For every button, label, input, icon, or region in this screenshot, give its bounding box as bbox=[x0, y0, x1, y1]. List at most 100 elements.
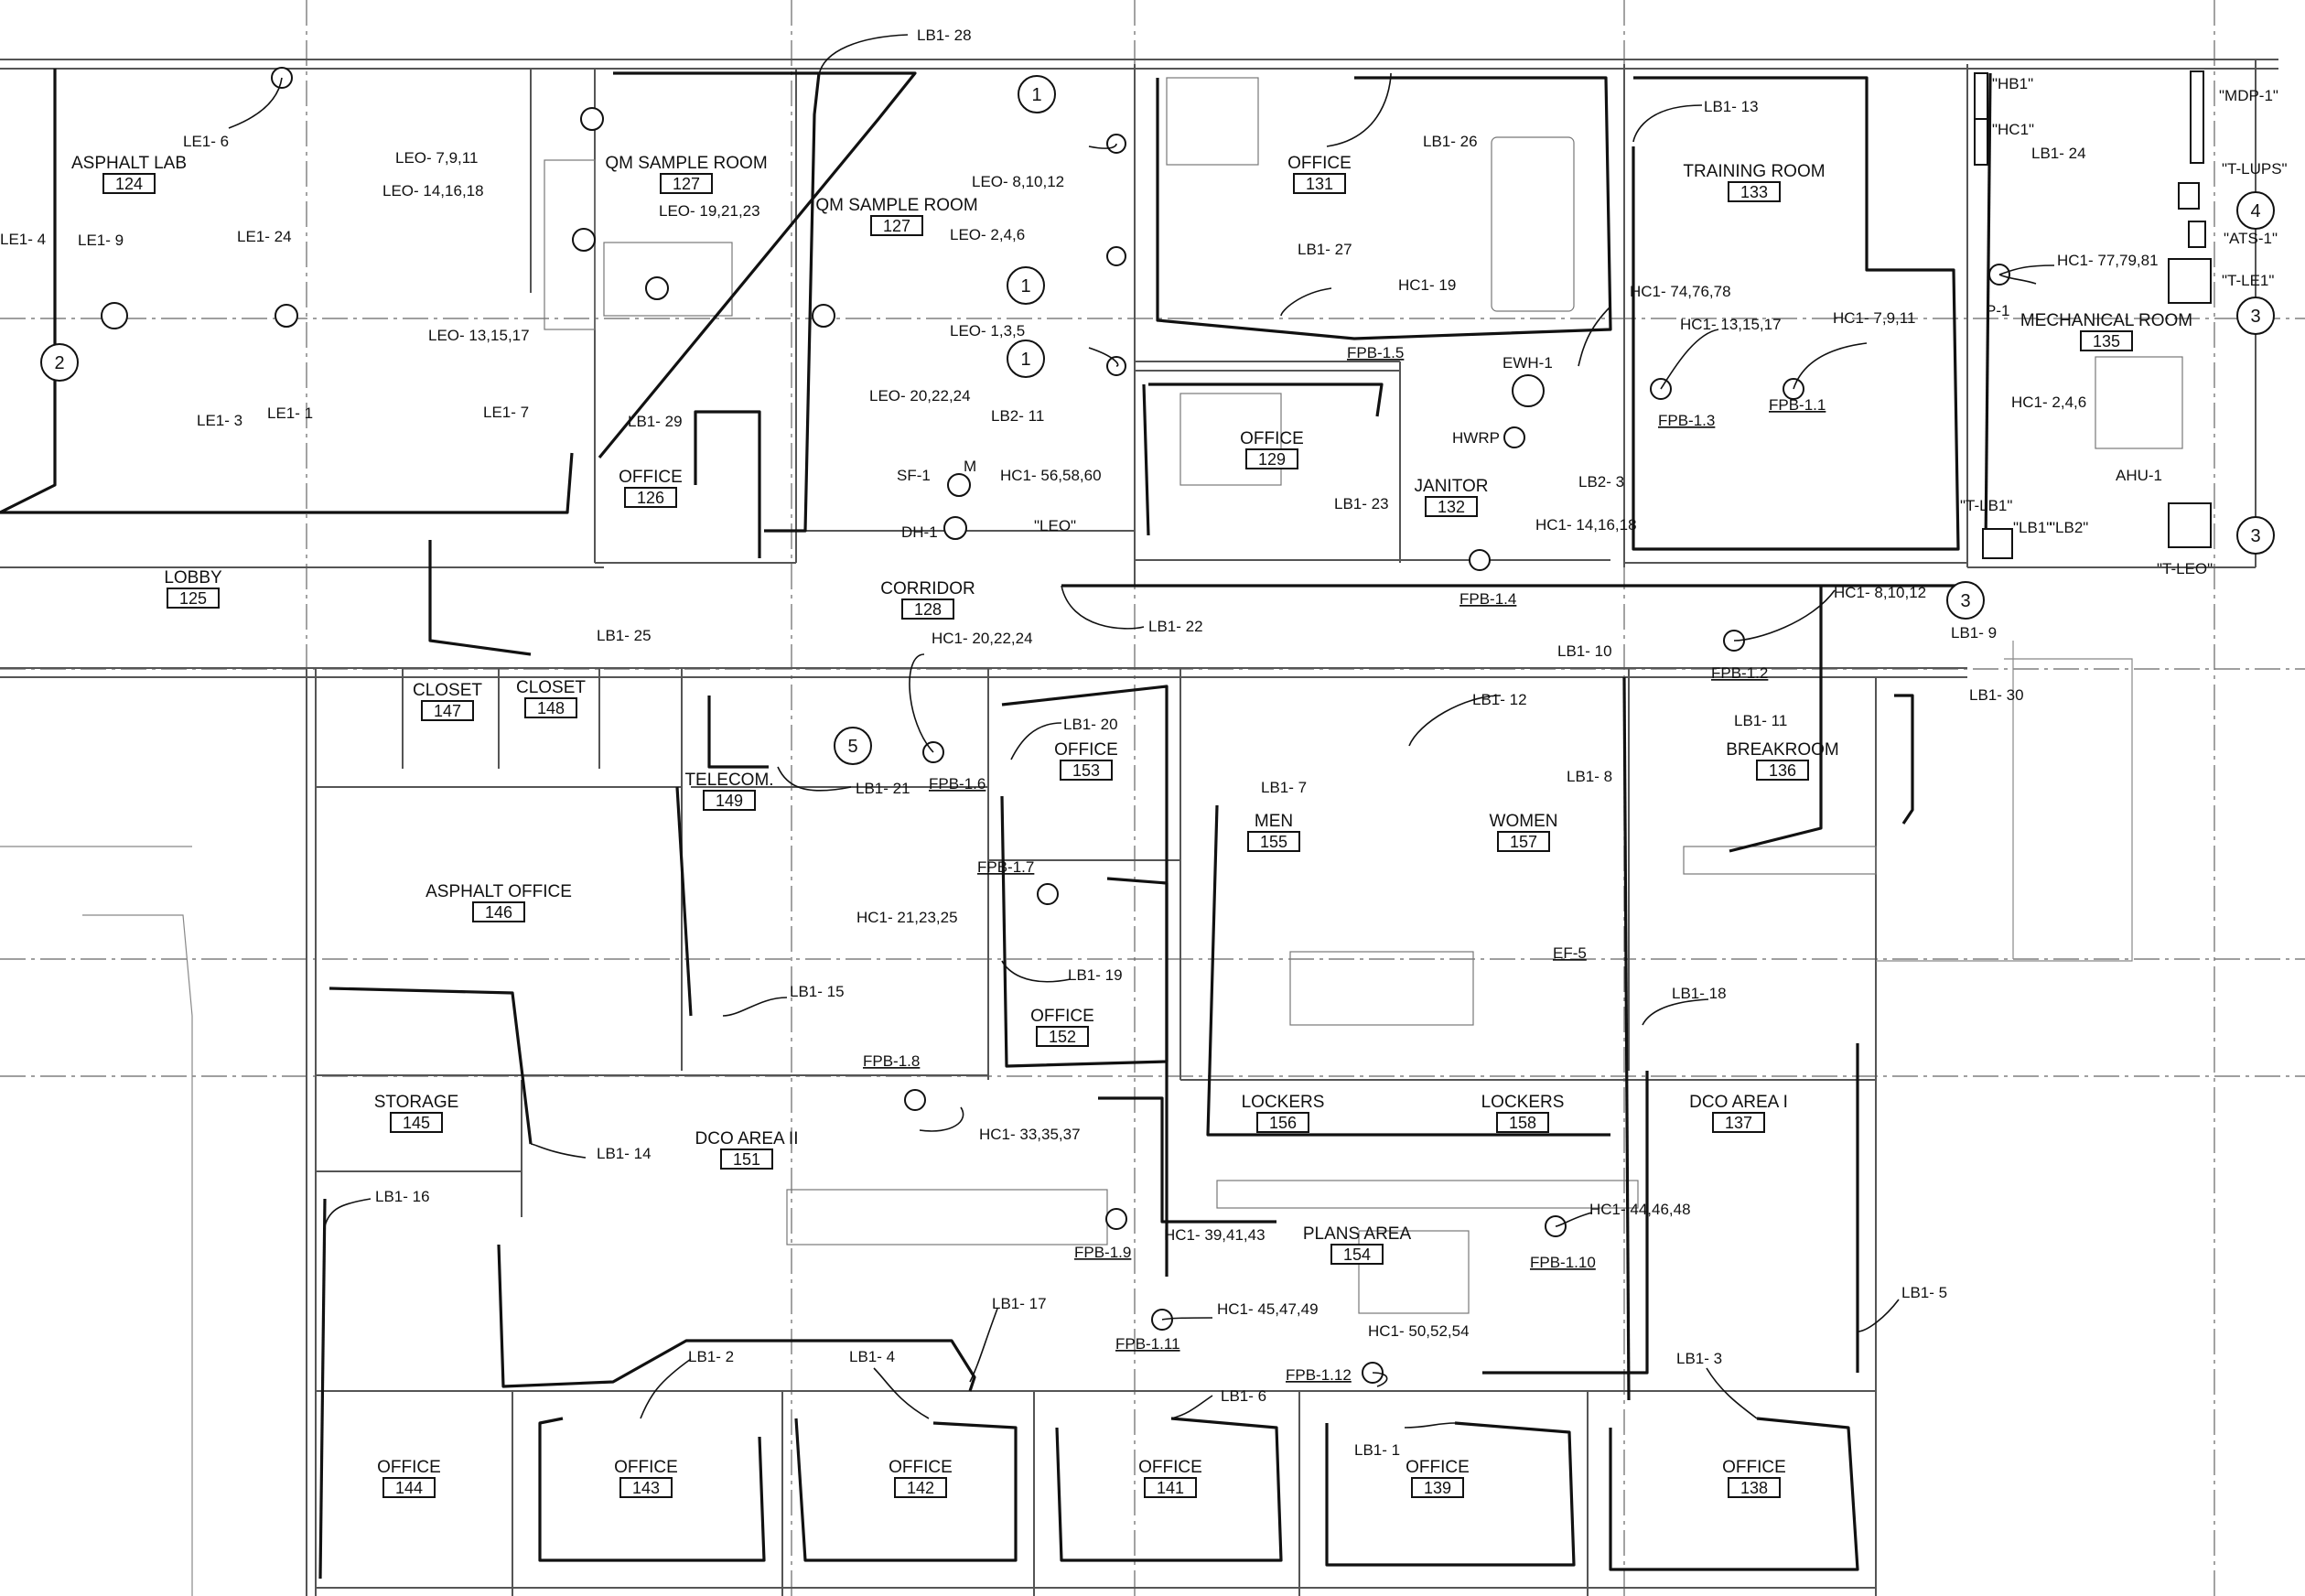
svg-text:129: 129 bbox=[1258, 450, 1286, 469]
circuit-label: LB1- 21 bbox=[856, 780, 910, 797]
room-label: CORRIDOR 128 bbox=[880, 579, 975, 620]
keynote-bubble: 3 bbox=[2236, 297, 2275, 335]
equipment-label: FPB-1.12 bbox=[1286, 1366, 1352, 1384]
circuit-label: LB1- 20 bbox=[1063, 716, 1118, 733]
device-tag: "HC1" bbox=[1992, 121, 2034, 138]
svg-text:OFFICE: OFFICE bbox=[1406, 1458, 1470, 1477]
keynote-bubble: 4 bbox=[2236, 191, 2275, 230]
furniture bbox=[544, 77, 2183, 1314]
room-label: ASPHALT OFFICE 146 bbox=[425, 882, 572, 922]
svg-text:OFFICE: OFFICE bbox=[377, 1458, 441, 1477]
circuit-label: HC1- 14,16,18 bbox=[1535, 516, 1637, 534]
device-tag: "LEO" bbox=[1034, 517, 1076, 534]
device-tag: DH-1 bbox=[901, 523, 938, 541]
svg-text:128: 128 bbox=[914, 600, 942, 619]
keynote-number: 3 bbox=[1960, 591, 1970, 611]
electrical-devices bbox=[101, 67, 2010, 1384]
circuit-label: HC1- 21,23,25 bbox=[856, 909, 958, 926]
equipment-label: EF-5 bbox=[1553, 944, 1587, 962]
circuit-wiring bbox=[0, 69, 1992, 1580]
svg-text:131: 131 bbox=[1306, 175, 1333, 193]
circuit-label: LB1- 17 bbox=[992, 1295, 1047, 1312]
svg-text:CLOSET: CLOSET bbox=[516, 678, 586, 697]
svg-text:141: 141 bbox=[1157, 1479, 1184, 1497]
circuit-label: LEO- 1,3,5 bbox=[950, 322, 1025, 340]
circuit-label: LB1- 19 bbox=[1068, 966, 1123, 984]
circuit-label: HC1- 74,76,78 bbox=[1630, 283, 1731, 300]
callout-leaders bbox=[228, 34, 2055, 1429]
svg-text:158: 158 bbox=[1509, 1114, 1536, 1132]
keynote-number: 4 bbox=[2250, 201, 2260, 221]
svg-text:OFFICE: OFFICE bbox=[1138, 1458, 1202, 1477]
svg-text:125: 125 bbox=[179, 589, 207, 608]
svg-text:146: 146 bbox=[485, 903, 512, 922]
keynote-bubble: 3 bbox=[2236, 516, 2275, 555]
room-label: OFFICE 141 bbox=[1138, 1458, 1202, 1498]
room-label: TELECOM.149 bbox=[684, 771, 774, 811]
circuit-label: HC1- 33,35,37 bbox=[979, 1126, 1081, 1143]
circuit-label: LB1- 12 bbox=[1472, 691, 1527, 708]
svg-text:OFFICE: OFFICE bbox=[889, 1458, 953, 1477]
device-tag: "LB2" bbox=[2050, 519, 2088, 536]
device-tag: AHU-1 bbox=[2116, 467, 2162, 484]
equipment-label: FPB-1.10 bbox=[1530, 1254, 1596, 1271]
keynote-number: 2 bbox=[54, 353, 64, 373]
circuit-label: LEO- 19,21,23 bbox=[659, 202, 760, 220]
svg-text:CORRIDOR: CORRIDOR bbox=[880, 579, 975, 598]
circuit-label: LB1- 4 bbox=[849, 1348, 895, 1365]
device-tag: "T-LEO" bbox=[2157, 560, 2213, 577]
circuit-label: LB1- 8 bbox=[1567, 768, 1612, 785]
circuit-label: HC1- 77,79,81 bbox=[2057, 252, 2159, 269]
svg-text:LOCKERS: LOCKERS bbox=[1481, 1093, 1565, 1112]
device-tag: HWRP bbox=[1452, 429, 1500, 447]
keynote-number: 3 bbox=[2250, 526, 2260, 546]
device-tag: M bbox=[964, 458, 976, 475]
keynote-bubble: 5 bbox=[834, 727, 872, 765]
svg-text:OFFICE: OFFICE bbox=[1054, 740, 1118, 760]
circuit-label: LE1- 4 bbox=[0, 231, 46, 248]
keynote-number: 1 bbox=[1020, 276, 1030, 297]
circuit-label: HC1- 7,9,11 bbox=[1833, 309, 1915, 327]
device-tag: SF-1 bbox=[897, 467, 931, 484]
svg-text:145: 145 bbox=[403, 1114, 430, 1132]
equipment-labels: FPB-1.5 FPB-1.3 FPB-1.1 FPB-1.4 FPB-1.2 … bbox=[863, 344, 1826, 1384]
device-tag: "ATS-1" bbox=[2224, 230, 2278, 247]
svg-text:TELECOM.: TELECOM. bbox=[684, 771, 773, 790]
equipment-label: FPB-1.3 bbox=[1658, 412, 1715, 429]
svg-text:DCO AREA I: DCO AREA I bbox=[1689, 1093, 1788, 1112]
circuit-label: LB1- 28 bbox=[917, 27, 972, 44]
svg-text:CLOSET: CLOSET bbox=[413, 681, 482, 700]
circuit-label: LB1- 9 bbox=[1951, 624, 1997, 642]
svg-text:MEN: MEN bbox=[1255, 812, 1293, 831]
keynote-bubble: 2 bbox=[40, 343, 79, 382]
device-tag: "HB1" bbox=[1992, 75, 2033, 92]
circuit-label: LE1- 7 bbox=[483, 404, 529, 421]
circuit-label: LB1- 10 bbox=[1557, 642, 1612, 660]
circuit-label: HC1- 50,52,54 bbox=[1368, 1322, 1470, 1340]
svg-text:126: 126 bbox=[637, 489, 664, 507]
circuit-label: LB1- 5 bbox=[1901, 1284, 1947, 1301]
svg-text:144: 144 bbox=[395, 1479, 423, 1497]
keynote-number: 3 bbox=[2250, 307, 2260, 327]
svg-text:PLANS AREA: PLANS AREA bbox=[1303, 1224, 1412, 1244]
svg-text:124: 124 bbox=[115, 175, 143, 193]
circuit-label: LB1- 18 bbox=[1672, 985, 1727, 1002]
svg-text:ASPHALT OFFICE: ASPHALT OFFICE bbox=[425, 882, 572, 901]
equipment-label: FPB-1.11 bbox=[1115, 1335, 1180, 1353]
svg-text:BREAKROOM: BREAKROOM bbox=[1726, 740, 1839, 760]
circuit-label: LE1- 6 bbox=[183, 133, 229, 150]
circuit-label: LB1- 13 bbox=[1704, 98, 1759, 115]
svg-text:OFFICE: OFFICE bbox=[1240, 429, 1304, 448]
